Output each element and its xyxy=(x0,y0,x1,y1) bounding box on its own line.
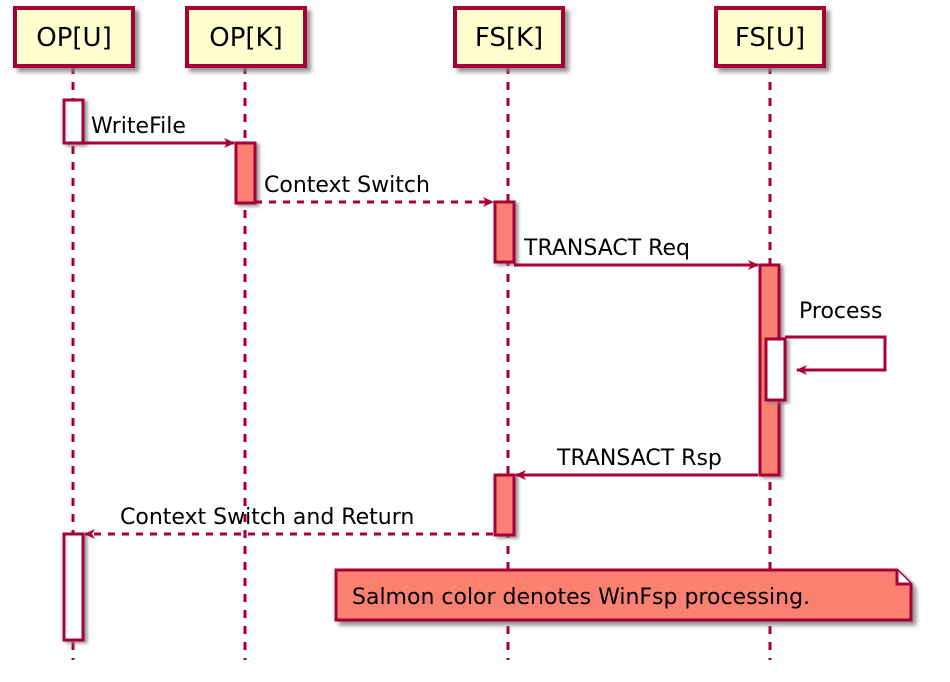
participant-box-op_k[interactable] xyxy=(185,6,307,68)
note-text: Salmon color denotes WinFsp processing. xyxy=(352,585,810,610)
activation-bars-group xyxy=(62,98,787,642)
message-label-msg-transact-rsp: TRANSACT Rsp xyxy=(556,446,722,471)
participant-boxes-group: OP[U] OP[K] FS[K] FS[U] xyxy=(13,6,826,68)
participant-label-fs_u: FS[U] xyxy=(735,23,805,53)
note-body xyxy=(334,568,913,622)
message-line-msg-process xyxy=(785,335,887,375)
message-label-msg-context-switch: Context Switch xyxy=(264,173,430,198)
participant-box-fs_k[interactable] xyxy=(453,6,565,68)
activation-bar-act-op-u-1 xyxy=(62,98,85,145)
activation-bar-act-op-k-1 xyxy=(234,141,257,205)
participant-box-fs_u[interactable] xyxy=(714,6,826,68)
activation-bar-act-fs-u-nested xyxy=(764,337,787,402)
activation-bar-act-fs-k-1 xyxy=(493,200,516,264)
message-label-msg-transact-req: TRANSACT Req xyxy=(523,236,690,261)
participant-label-op_u: OP[U] xyxy=(36,23,111,53)
participant-box-op_u[interactable] xyxy=(13,6,135,68)
message-label-msg-context-switch-return: Context Switch and Return xyxy=(120,505,414,530)
participant-label-op_k: OP[K] xyxy=(209,23,282,53)
participant-label-fs_k: FS[K] xyxy=(475,23,543,53)
message-label-msg-process: Process xyxy=(799,299,882,324)
message-label-msg-writefile: WriteFile xyxy=(91,114,186,139)
note-group: Salmon color denotes WinFsp processing. xyxy=(334,568,913,622)
note-fold-corner-icon xyxy=(895,570,911,586)
activation-bar-act-op-u-2 xyxy=(62,532,85,642)
message-msg-process xyxy=(785,335,887,375)
activation-bar-act-fs-k-2 xyxy=(493,473,516,537)
